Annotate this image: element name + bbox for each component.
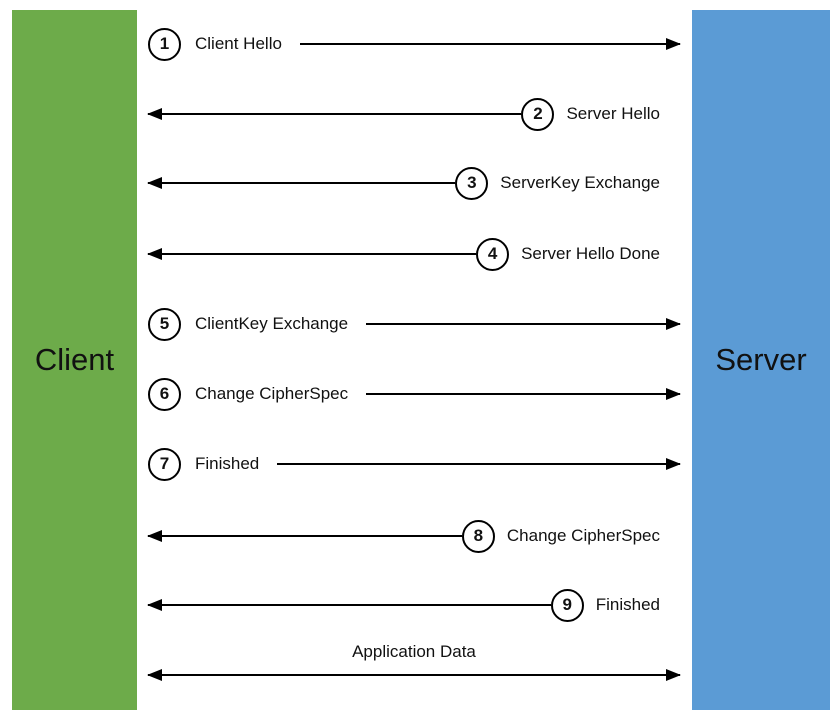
arrow-left [147, 248, 477, 260]
message-row: 1 Client Hello [148, 26, 681, 62]
step-number-circle: 1 [148, 27, 181, 61]
arrow-right [277, 458, 681, 470]
step-number: 1 [159, 34, 170, 53]
message-label: ClientKey Exchange [195, 314, 349, 333]
step-number-circle: 6 [148, 377, 181, 411]
message-label: Finished [195, 454, 260, 473]
step-number-circle: 3 [455, 166, 489, 200]
arrowhead-left-icon [147, 248, 162, 260]
step-number-circle: 7 [148, 447, 181, 481]
server-actor-label: Server [715, 342, 807, 377]
step-number-circle: 5 [148, 307, 181, 341]
arrowhead-left-icon [147, 108, 162, 120]
step-number: 7 [159, 454, 170, 473]
message-row: 6 Change CipherSpec [148, 376, 681, 412]
arrowhead-left-icon [147, 530, 162, 542]
message-row: 8 Change CipherSpec [147, 518, 680, 554]
step-number: 4 [487, 244, 498, 263]
message-label: Application Data [352, 642, 476, 661]
arrowhead-right-icon [666, 318, 681, 330]
client-actor: Client [12, 10, 137, 710]
arrow-left [147, 108, 522, 120]
arrowhead-left-icon [147, 669, 162, 681]
step-number-circle: 2 [521, 97, 555, 131]
arrowhead-right-icon [666, 388, 681, 400]
step-number: 2 [533, 104, 543, 123]
step-number: 6 [159, 384, 170, 403]
message-row: 4 Server Hello Done [147, 236, 680, 272]
arrow-left [147, 599, 551, 611]
message-label: Change CipherSpec [506, 526, 660, 545]
arrow-left [147, 530, 462, 542]
message-label: Server Hello Done [521, 244, 660, 263]
client-actor-label: Client [34, 342, 115, 377]
step-number-circle: 9 [550, 588, 584, 622]
arrowhead-right-icon [666, 458, 681, 470]
step-number: 3 [467, 173, 477, 192]
message-label: Client Hello [195, 34, 282, 53]
message-label: ServerKey Exchange [500, 173, 660, 192]
step-number-circle: 8 [461, 519, 495, 553]
server-actor: Server [692, 10, 830, 710]
message-row: 3 ServerKey Exchange [147, 165, 680, 201]
arrow-right [299, 38, 681, 50]
message-row: 9 Finished [147, 587, 680, 623]
message-label: Server Hello [566, 104, 660, 123]
arrowhead-left-icon [147, 177, 162, 189]
step-number: 9 [562, 595, 572, 614]
step-number: 8 [473, 526, 484, 545]
arrowhead-right-icon [666, 38, 681, 50]
message-row: 7 Finished [148, 446, 681, 482]
step-number-circle: 4 [476, 237, 510, 271]
message-label: Finished [595, 595, 660, 614]
arrowhead-right-icon [666, 669, 681, 681]
message-label: Change CipherSpec [195, 384, 349, 403]
message-row: 5 ClientKey Exchange [148, 306, 681, 342]
step-number: 5 [159, 314, 170, 333]
double-headed-arrow [147, 669, 681, 681]
message-row-application-data: Application Data [147, 642, 681, 681]
message-lane: 1 Client Hello 2 Server Hello 3 ServerKey Exc… [147, 0, 681, 719]
arrow-right [366, 318, 681, 330]
arrow-right [366, 388, 681, 400]
arrowhead-left-icon [147, 599, 162, 611]
message-row: 2 Server Hello [147, 96, 680, 132]
arrow-left [147, 177, 456, 189]
